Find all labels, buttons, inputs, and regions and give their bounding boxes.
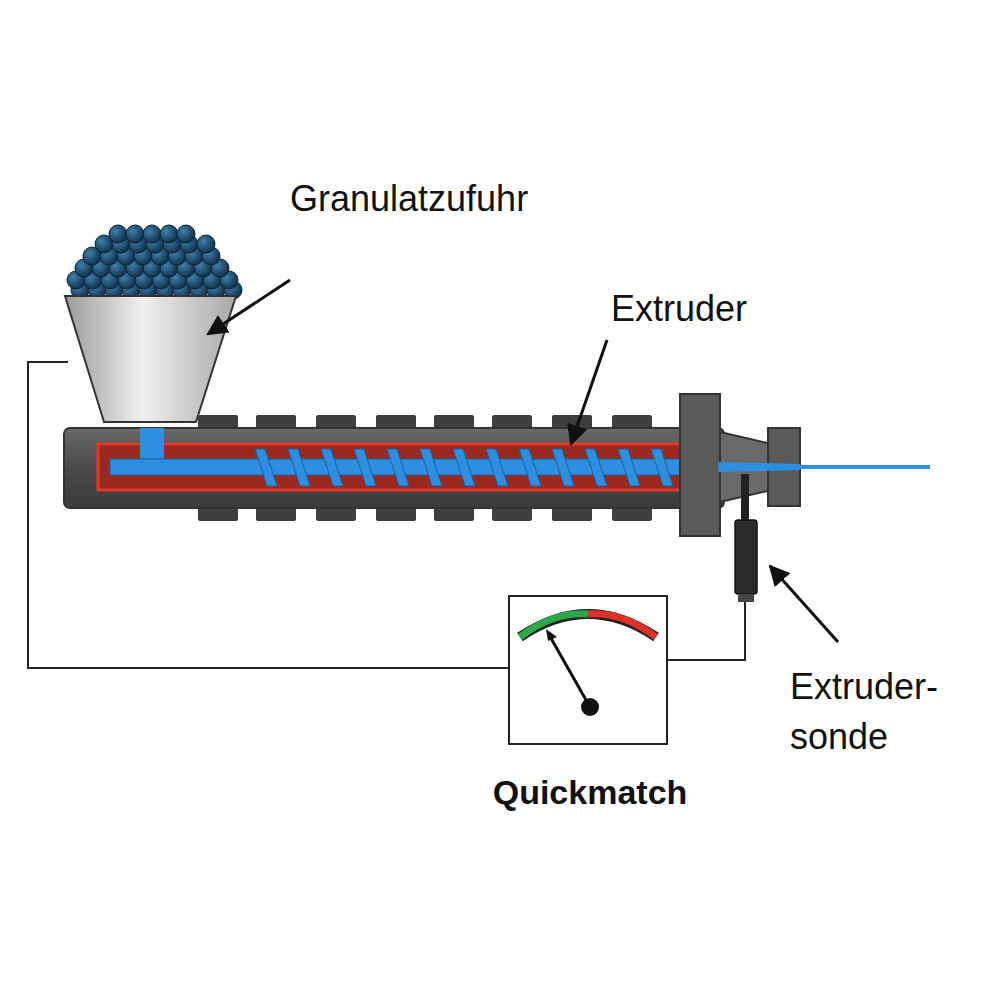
leader-arrow bbox=[571, 340, 607, 444]
part-label: Extruder bbox=[611, 286, 747, 331]
leader-arrow bbox=[770, 566, 838, 642]
gauge-box: Quickmatch bbox=[508, 595, 668, 745]
barrel bbox=[64, 428, 724, 508]
part-label: Extruder- sonde bbox=[790, 662, 990, 763]
extruded-strand bbox=[800, 465, 930, 469]
leader-arrow bbox=[208, 280, 290, 334]
granules bbox=[67, 225, 242, 299]
feed-throat bbox=[140, 428, 164, 462]
extruder-probe bbox=[735, 520, 757, 594]
signal-wire bbox=[668, 600, 745, 660]
gauge-dial bbox=[510, 597, 666, 743]
flange bbox=[680, 394, 720, 536]
melt-outlet bbox=[718, 462, 800, 472]
probe-connector bbox=[738, 594, 754, 602]
melt-channel bbox=[98, 444, 718, 490]
hopper bbox=[65, 296, 236, 422]
screw-flights bbox=[255, 449, 706, 486]
probe-tip bbox=[741, 474, 749, 522]
part-label: Granulatzufuhr bbox=[290, 176, 528, 221]
device-name: Quickmatch bbox=[450, 773, 730, 812]
